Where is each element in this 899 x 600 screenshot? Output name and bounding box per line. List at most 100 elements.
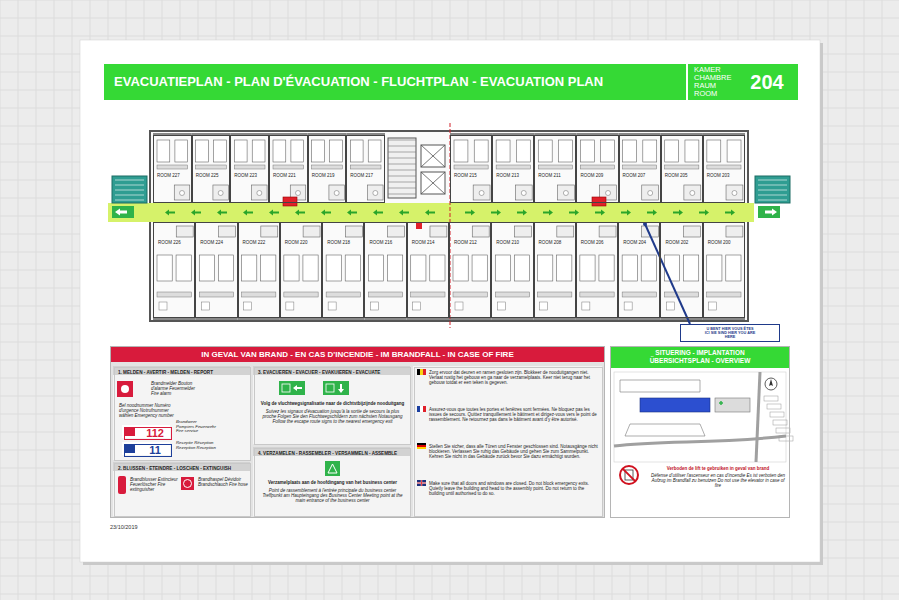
node-heading: 11 (140, 445, 170, 456)
instruction-section: 4. VERZAMELEN - RASSEMBLER - VERSAMMELN … (254, 448, 411, 517)
room: ROOM 222 (238, 222, 280, 318)
route-arrow (491, 210, 501, 216)
flag (423, 369, 426, 375)
chair (370, 302, 378, 310)
desk (368, 292, 402, 297)
chair (540, 302, 548, 310)
node-text: Brandmelder Bouton d'alarme Feuermelder … (151, 381, 201, 397)
chair (666, 302, 674, 310)
flag (423, 406, 426, 412)
window (491, 318, 533, 320)
node-heading: ROOM 219 (312, 173, 345, 178)
route-arrow (295, 210, 305, 216)
node-heading: ROOM 223 (234, 173, 267, 178)
route-arrow (543, 210, 553, 216)
room: ROOM 218 (322, 222, 364, 318)
room: ROOM 210 (491, 222, 533, 318)
parking (770, 412, 784, 417)
phone-icon (124, 427, 135, 436)
exit-door (282, 384, 290, 392)
bed (707, 140, 721, 162)
node-heading: SITUERING - IMPLANTATION ÜBERSICHTSPLAN … (630, 349, 770, 365)
exit-sign-icon (279, 381, 305, 395)
node-text: Bel noodnummer Numéro d'urgence Notrufnu… (119, 403, 179, 419)
node-text: Brandhaspel Dévidoir Brandschlauch Fire … (198, 477, 248, 487)
phone-icon (124, 444, 135, 453)
desk (454, 165, 488, 169)
node-heading: ROOM 208 (539, 240, 573, 245)
node-heading: ROOM 222 (243, 240, 277, 245)
desk (273, 165, 304, 169)
road (756, 372, 760, 462)
route-arrow (243, 210, 253, 216)
overview-panel: SITUERING - IMPLANTATION ÜBERSICHTSPLAN … (610, 346, 790, 518)
extinguisher-icon (118, 476, 126, 494)
desk (538, 292, 572, 297)
stair-step (115, 195, 144, 196)
bed (368, 255, 383, 281)
phone-number-box: 112 (124, 427, 172, 440)
parking (767, 404, 781, 409)
flag (417, 406, 420, 412)
bathroom (515, 185, 532, 200)
bed (727, 140, 741, 162)
bed (196, 140, 209, 162)
desk (234, 165, 265, 169)
bed (580, 140, 594, 162)
node-heading: ROOM 227 (157, 173, 190, 178)
bathroom (213, 185, 228, 200)
stair-core (388, 138, 445, 198)
exit-sign-icon (323, 381, 349, 395)
chair (709, 302, 717, 310)
route-arrow (373, 210, 383, 216)
elevator-cross (421, 172, 445, 194)
flag (417, 447, 426, 449)
node-heading: ROOM 202 (665, 240, 699, 245)
bed (284, 255, 299, 281)
bathroom (642, 185, 659, 200)
elevator (421, 145, 445, 167)
assembly-point (719, 401, 723, 405)
room: ROOM 206 (576, 222, 618, 318)
route-arrow (699, 210, 709, 216)
window (153, 318, 195, 320)
toilet (648, 191, 653, 196)
node-heading: ROOM 224 (200, 240, 234, 245)
header-band (104, 64, 798, 100)
assembly-arrows (328, 464, 337, 473)
bed (559, 140, 573, 162)
window (195, 318, 237, 320)
grid-line (0, 576, 899, 577)
section-ground (113, 462, 250, 516)
desk (453, 292, 487, 297)
exit-sign (112, 206, 134, 218)
node-text: Stellen Sie sicher, dass alle Türen und … (429, 444, 599, 460)
flag (417, 443, 426, 445)
alarm-button (121, 385, 129, 393)
bed (685, 140, 699, 162)
no-lift-bar (623, 469, 636, 482)
room: ROOM 205 (661, 135, 703, 203)
stair-step (388, 164, 416, 165)
bathroom (368, 185, 383, 200)
room: ROOM 207 (619, 135, 661, 203)
room-number-box: KAMER CHAMBRE RAUM ROOM204 (686, 64, 798, 100)
panel-icons (117, 369, 426, 494)
language-instructions: Zorg ervoor dat deuren en ramen gesloten… (414, 367, 603, 517)
escape-corridor (108, 203, 754, 222)
route-arrow (647, 210, 657, 216)
bed (291, 140, 304, 162)
bathroom (219, 226, 236, 237)
room: ROOM 202 (660, 222, 702, 318)
fire-hose (592, 197, 606, 206)
toilet (690, 191, 695, 196)
toilet (373, 191, 378, 196)
bed (557, 255, 572, 281)
route-arrow (399, 210, 409, 216)
exit-arrow (293, 385, 302, 391)
node-heading: ROOM 207 (623, 173, 659, 178)
desk (196, 165, 227, 169)
bathroom (303, 226, 320, 237)
node-heading: ROOM 212 (454, 240, 488, 245)
